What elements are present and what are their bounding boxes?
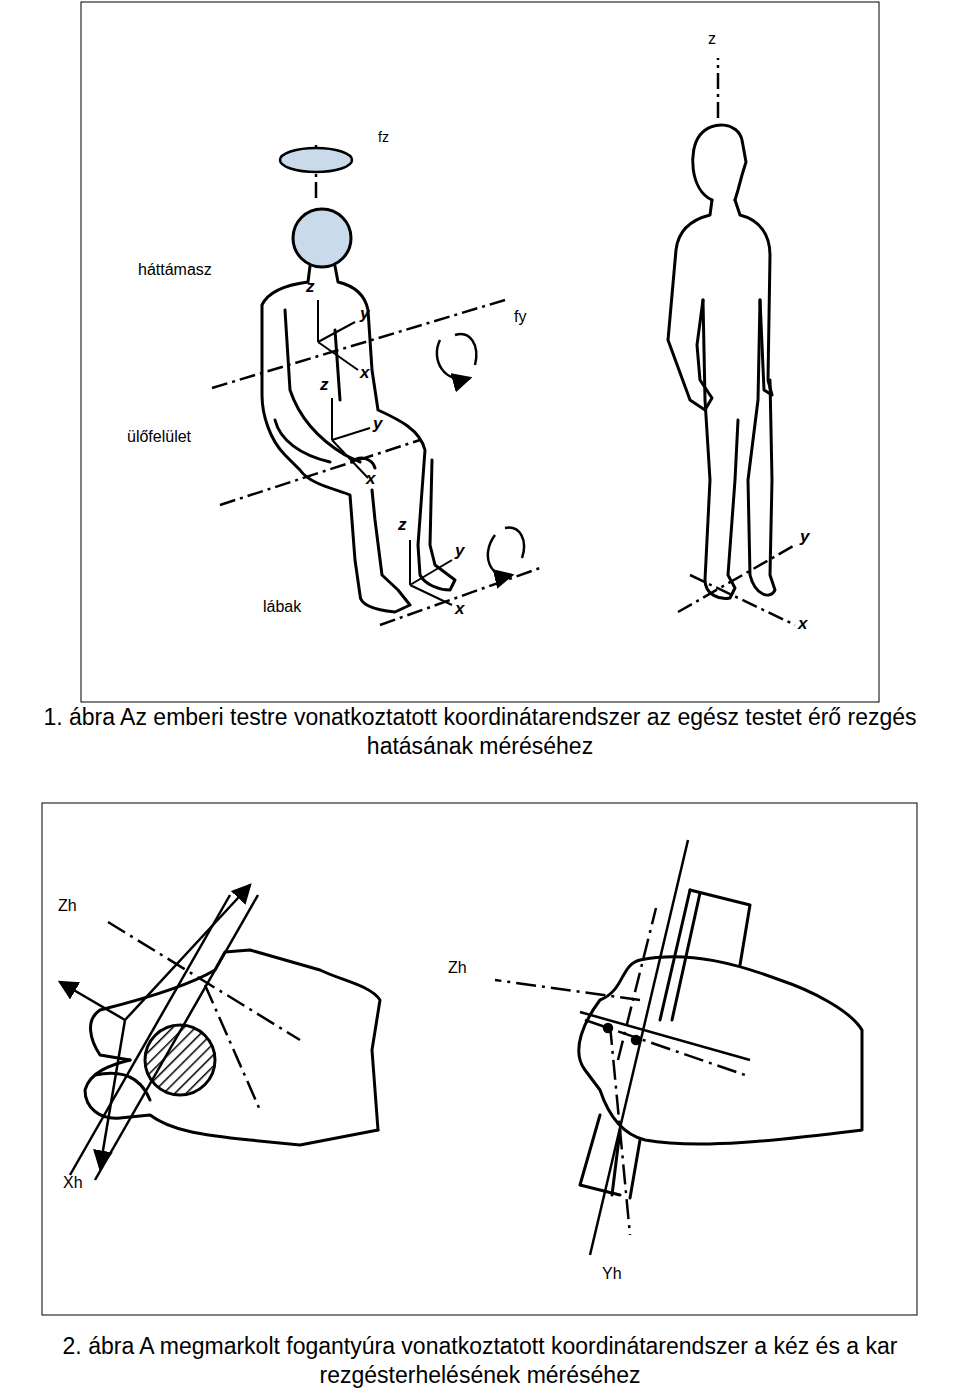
axis-letter: z — [320, 376, 329, 395]
part-label: ülőfelület — [127, 428, 191, 446]
axis-label: Yh — [602, 1265, 622, 1283]
axis-letter: y — [373, 415, 382, 434]
axis-letter: x — [455, 600, 464, 619]
axis-letter: z — [398, 516, 407, 535]
axis-label: z — [708, 30, 716, 48]
axis-letter: y — [360, 305, 369, 324]
figure-caption: 1. ábra Az emberi testre vonatkoztatott … — [6, 703, 954, 761]
figure-caption: 2. ábra A megmarkolt fogantyúra vonatkoz… — [6, 1332, 954, 1390]
axis-letter: y — [800, 528, 809, 547]
axis-letter: x — [360, 364, 369, 383]
axis-letter: x — [798, 615, 807, 634]
rotation-label: fy — [514, 308, 526, 326]
axis-label: Zh — [58, 897, 77, 915]
part-label: háttámasz — [138, 261, 212, 279]
axis-label: Zh — [448, 959, 467, 977]
axis-letter: y — [455, 542, 464, 561]
axis-letter: x — [366, 470, 375, 489]
part-label: lábak — [263, 598, 301, 616]
axis-letter: z — [306, 278, 315, 297]
axis-label: Xh — [63, 1174, 83, 1192]
rotation-label: fz — [378, 130, 389, 145]
